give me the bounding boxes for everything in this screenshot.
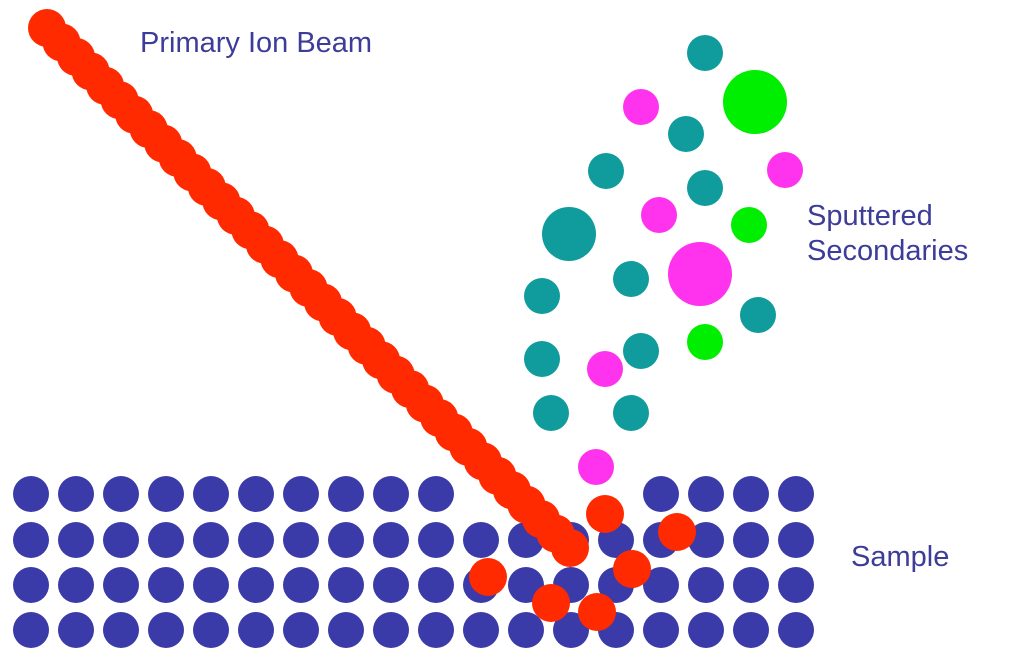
blue-atom-icon <box>733 612 769 648</box>
blue-atom-icon <box>103 476 139 512</box>
magenta-particle-icon <box>623 89 659 125</box>
sputtered-secondaries-label: Sputtered Secondaries <box>807 199 968 269</box>
blue-atom-icon <box>643 612 679 648</box>
red-ion-icon <box>532 584 570 622</box>
blue-atom-icon <box>238 567 274 603</box>
blue-atom-icon <box>238 522 274 558</box>
blue-atom-icon <box>508 612 544 648</box>
magenta-particle-icon <box>587 351 623 387</box>
blue-atom-icon <box>688 522 724 558</box>
red-ion-icon <box>578 593 616 631</box>
green-particle-icon <box>731 207 767 243</box>
blue-atom-icon <box>13 567 49 603</box>
sample-label: Sample <box>851 541 950 573</box>
blue-atom-icon <box>418 522 454 558</box>
blue-atom-icon <box>283 567 319 603</box>
primary-ion-beam-label: Primary Ion Beam <box>140 27 373 59</box>
blue-atom-icon <box>373 522 409 558</box>
blue-atom-icon <box>733 476 769 512</box>
red-ion-icon <box>551 529 589 567</box>
blue-atom-icon <box>733 522 769 558</box>
teal-particle-icon <box>687 170 723 206</box>
blue-atom-icon <box>193 567 229 603</box>
blue-atom-icon <box>193 612 229 648</box>
blue-atom-icon <box>328 567 364 603</box>
blue-atom-icon <box>13 612 49 648</box>
teal-particle-icon <box>524 278 560 314</box>
sputtered-label-line1: Sputtered <box>807 200 933 232</box>
blue-atom-icon <box>148 522 184 558</box>
teal-particle-icon <box>542 207 596 261</box>
blue-atom-icon <box>553 612 589 648</box>
blue-atom-icon <box>778 567 814 603</box>
red-ion-icon <box>658 513 696 551</box>
blue-atom-icon <box>778 476 814 512</box>
blue-atom-icon <box>283 476 319 512</box>
blue-atom-icon <box>148 612 184 648</box>
blue-atom-icon <box>733 567 769 603</box>
blue-atom-icon <box>688 476 724 512</box>
blue-atom-icon <box>13 522 49 558</box>
teal-particle-icon <box>687 35 723 71</box>
blue-atom-icon <box>328 612 364 648</box>
blue-atom-icon <box>238 612 274 648</box>
teal-particle-icon <box>613 395 649 431</box>
blue-atom-icon <box>778 522 814 558</box>
blue-atom-icon <box>328 476 364 512</box>
magenta-particle-icon <box>578 449 614 485</box>
blue-atom-icon <box>373 476 409 512</box>
blue-atom-icon <box>328 522 364 558</box>
blue-atom-icon <box>103 612 139 648</box>
blue-atom-icon <box>418 476 454 512</box>
blue-atom-icon <box>193 522 229 558</box>
blue-atom-icon <box>58 612 94 648</box>
blue-atom-icon <box>193 476 229 512</box>
blue-atom-icon <box>643 476 679 512</box>
sputtered-label-line2: Secondaries <box>807 234 969 267</box>
teal-particle-icon <box>668 116 704 152</box>
blue-atom-icon <box>103 567 139 603</box>
blue-atom-icon <box>58 567 94 603</box>
blue-atom-icon <box>283 612 319 648</box>
magenta-particle-icon <box>641 197 677 233</box>
teal-particle-icon <box>623 333 659 369</box>
blue-atom-icon <box>418 567 454 603</box>
teal-particle-icon <box>740 297 776 333</box>
red-ion-icon <box>469 558 507 596</box>
blue-atom-icon <box>283 522 319 558</box>
green-particle-icon <box>687 324 723 360</box>
blue-atom-icon <box>643 567 679 603</box>
teal-particle-icon <box>524 341 560 377</box>
red-ion-icon <box>586 495 624 533</box>
magenta-particle-icon <box>767 152 803 188</box>
green-particle-icon <box>723 70 787 134</box>
blue-atom-icon <box>463 612 499 648</box>
magenta-particle-icon <box>668 242 732 306</box>
blue-atom-icon <box>148 567 184 603</box>
blue-atom-icon <box>58 522 94 558</box>
sample-lattice <box>13 476 814 648</box>
blue-atom-icon <box>373 612 409 648</box>
teal-particle-icon <box>613 261 649 297</box>
blue-atom-icon <box>238 476 274 512</box>
primary-ion-beam <box>28 9 589 567</box>
red-ion-icon <box>613 550 651 588</box>
blue-atom-icon <box>13 476 49 512</box>
blue-atom-icon <box>103 522 139 558</box>
teal-particle-icon <box>588 153 624 189</box>
teal-particle-icon <box>533 395 569 431</box>
displaced-ions <box>469 495 696 631</box>
blue-atom-icon <box>778 612 814 648</box>
blue-atom-icon <box>688 612 724 648</box>
blue-atom-icon <box>688 567 724 603</box>
blue-atom-icon <box>148 476 184 512</box>
blue-atom-icon <box>463 522 499 558</box>
sputtered-secondaries <box>524 35 803 485</box>
blue-atom-icon <box>418 612 454 648</box>
blue-atom-icon <box>373 567 409 603</box>
blue-atom-icon <box>58 476 94 512</box>
